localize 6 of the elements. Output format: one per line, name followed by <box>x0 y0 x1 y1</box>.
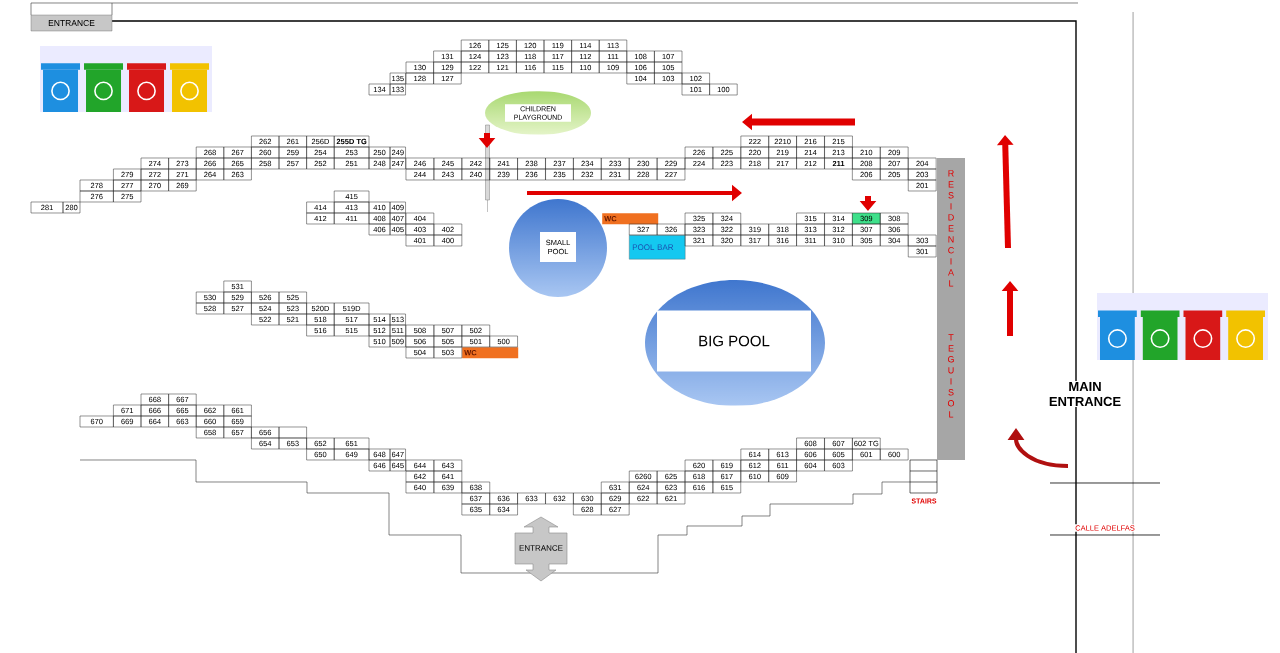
node-label: BIG POOL <box>699 335 770 347</box>
building-band: RESIDENCIAL TEGUISOL <box>937 158 965 460</box>
pool-bar-box: POOL BAR <box>629 235 686 260</box>
entrance-label: MAIN ENTRANCE <box>1045 380 1125 408</box>
pool: BIG POOL <box>657 310 811 372</box>
entrance-box: ENTRANCE <box>30 14 113 32</box>
